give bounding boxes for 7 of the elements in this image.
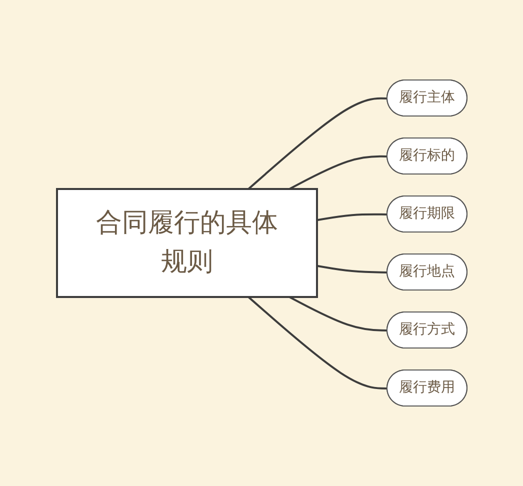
- connector: [247, 97, 388, 190]
- node-box: 合同履行的具体规则: [56, 188, 318, 298]
- connector: [288, 296, 388, 332]
- connector: [247, 296, 388, 390]
- connector: [316, 264, 388, 274]
- connector: [288, 155, 388, 190]
- connector: [316, 213, 388, 222]
